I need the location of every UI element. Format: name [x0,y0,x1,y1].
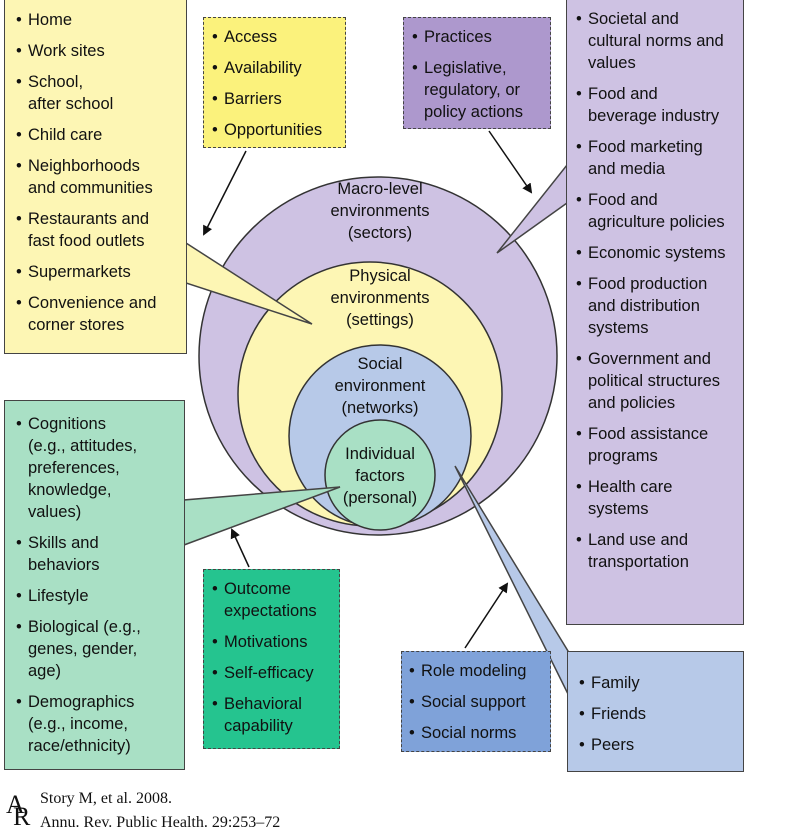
access-item-barriers: Barriers [211,88,345,110]
social-process-item-role-modeling: Role modeling [408,660,550,682]
personal-item-lifestyle: Lifestyle [15,585,184,607]
network-box: Family Friends Peers [567,651,744,772]
social-label: Social environment (networks) [334,355,426,417]
sectors-item-food-marketing: Food marketing and media [575,136,743,180]
personal-item-skills: Skills and behaviors [15,532,184,576]
outcome-list: Outcome expectations Motivations Self-ef… [211,578,339,737]
settings-item-supermarkets: Supermarkets [15,261,186,283]
citation-line-1: Story M, et al. 2008. [40,790,172,807]
outcome-item-expectations: Outcome expectations [211,578,339,622]
sectors-item-economic-systems: Economic systems [575,242,743,264]
practices-arrow [488,130,533,194]
sectors-item-food-agriculture-policies: Food and agriculture policies [575,189,743,233]
sectors-list: Societal and cultural norms and values F… [575,8,743,573]
personal-box: Cognitions (e.g., attitudes, preferences… [4,400,185,770]
network-item-friends: Friends [578,703,743,725]
citation-line-2: Annu. Rev. Public Health. 29:253–72 [40,814,281,831]
settings-item-home: Home [15,9,186,31]
settings-list: Home Work sites School, after school Chi… [15,9,186,336]
personal-item-demographics: Demographics (e.g., income, race/ethnici… [15,691,184,757]
macro-label: Macro-level environments (sectors) [330,180,430,242]
practices-item-practices: Practices [411,26,550,48]
settings-item-neighborhoods: Neighborhoods and communities [15,155,186,199]
network-item-family: Family [578,672,743,694]
individual-circle [324,419,436,531]
social-process-item-social-norms: Social norms [408,722,550,744]
personal-item-cognitions: Cognitions (e.g., attitudes, preferences… [15,413,184,523]
sectors-item-government: Government and political structures and … [575,348,743,414]
practices-item-legislative: Legislative, regulatory, or policy actio… [411,57,550,123]
network-item-peers: Peers [578,734,743,756]
outcome-arrow [230,528,250,568]
access-box: Access Availability Barriers Opportuniti… [203,17,346,148]
access-item-availability: Availability [211,57,345,79]
settings-item-restaurants: Restaurants and fast food outlets [15,208,186,252]
sectors-callout-pointer [496,162,568,254]
sectors-box: Societal and cultural norms and values F… [566,0,744,625]
access-arrow [203,150,247,236]
social-process-item-social-support: Social support [408,691,550,713]
sectors-item-societal-norms: Societal and cultural norms and values [575,8,743,74]
sectors-item-health-care: Health care systems [575,476,743,520]
practices-list: Practices Legislative, regulatory, or po… [411,26,550,123]
social-process-list: Role modeling Social support Social norm… [408,660,550,744]
outcome-box: Outcome expectations Motivations Self-ef… [203,569,340,749]
settings-box: Home Work sites School, after school Chi… [4,0,187,354]
individual-label: Individual factors (personal) [342,445,418,507]
physical-label: Physical environments (settings) [330,267,430,329]
access-item-access: Access [211,26,345,48]
outcome-item-self-efficacy: Self-efficacy [211,662,339,684]
access-list: Access Availability Barriers Opportuniti… [211,26,345,141]
outcome-item-motivations: Motivations [211,631,339,653]
sectors-item-food-production: Food production and distribution systems [575,273,743,339]
sectors-item-food-beverage-industry: Food and beverage industry [575,83,743,127]
access-item-opportunities: Opportunities [211,119,345,141]
settings-item-school: School, after school [15,71,186,115]
social-process-box: Role modeling Social support Social norm… [401,651,551,752]
sectors-item-land-use: Land use and transportation [575,529,743,573]
social-process-arrow [464,582,509,649]
sectors-item-food-assistance: Food assistance programs [575,423,743,467]
practices-box: Practices Legislative, regulatory, or po… [403,17,551,129]
settings-item-work-sites: Work sites [15,40,186,62]
settings-item-child-care: Child care [15,124,186,146]
outcome-item-behavioral-capability: Behavioral capability [211,693,339,737]
settings-item-convenience: Convenience and corner stores [15,292,186,336]
network-list: Family Friends Peers [578,672,743,756]
personal-list: Cognitions (e.g., attitudes, preferences… [15,413,184,757]
personal-item-biological: Biological (e.g., genes, gender, age) [15,616,184,682]
